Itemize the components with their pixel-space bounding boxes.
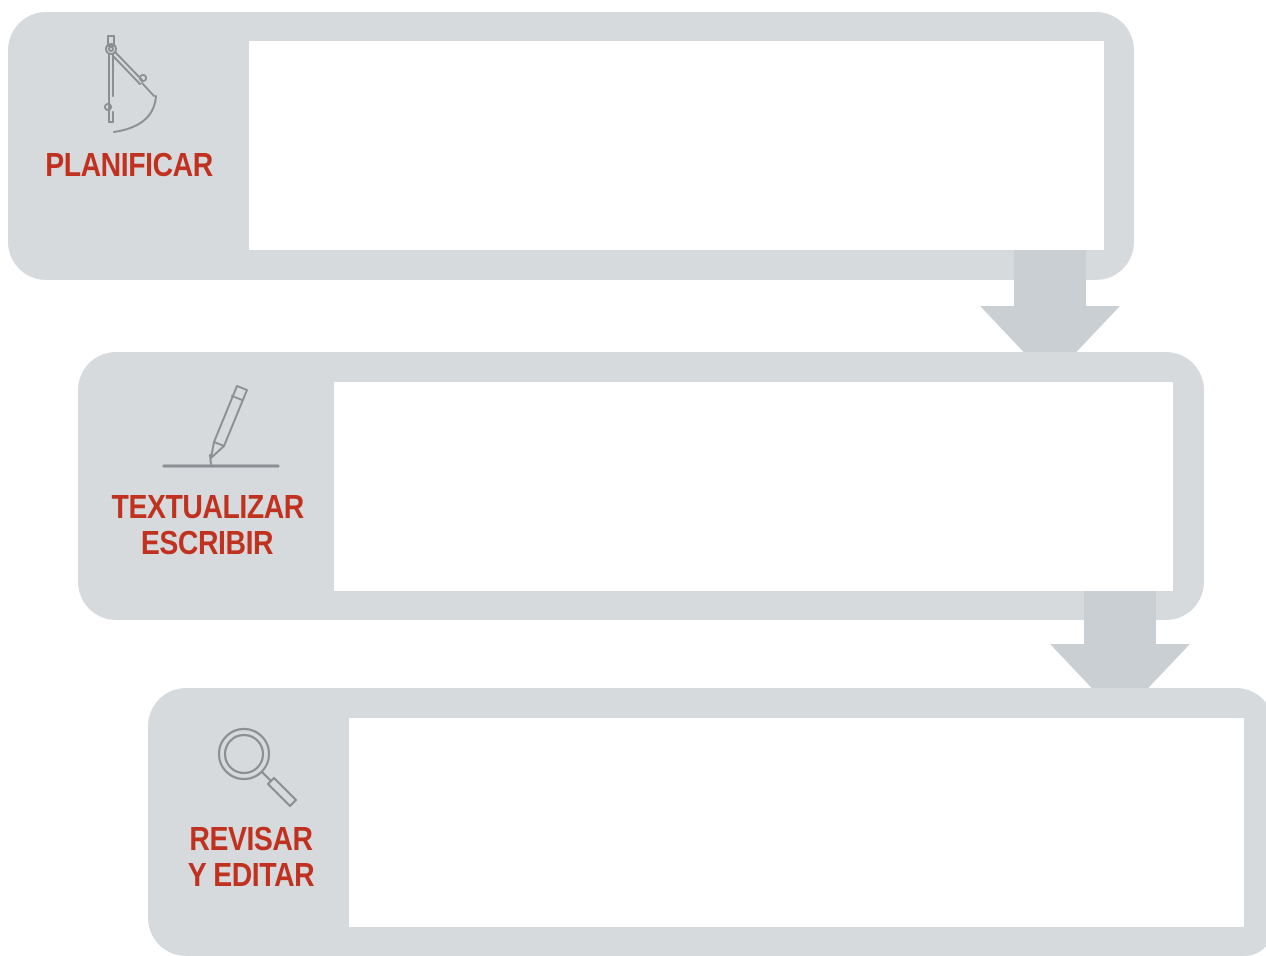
step-label-line: ESCRIBIR	[140, 524, 274, 561]
flow-arrow-stem-2	[1084, 590, 1156, 648]
step-label-line: Y EDITAR	[187, 856, 315, 893]
flow-arrow-stem-1	[1014, 250, 1086, 310]
magnifier-icon	[214, 724, 300, 810]
step-label-line: REVISAR	[189, 820, 313, 857]
step-content-box-revisar[interactable]	[349, 718, 1244, 927]
compass-icon	[96, 34, 166, 134]
step-label-line: PLANIFICAR	[45, 146, 213, 183]
step-content-box-textualizar[interactable]	[334, 382, 1173, 591]
step-label-revisar: REVISAR Y EDITAR	[156, 821, 347, 893]
step-label-textualizar: TEXTUALIZAR ESCRIBIR	[111, 488, 305, 561]
step-content-box-planificar[interactable]	[249, 41, 1104, 250]
step-label-planificar: PLANIFICAR	[34, 147, 225, 183]
step-label-line: TEXTUALIZAR	[111, 488, 305, 525]
pencil-icon	[160, 382, 282, 472]
